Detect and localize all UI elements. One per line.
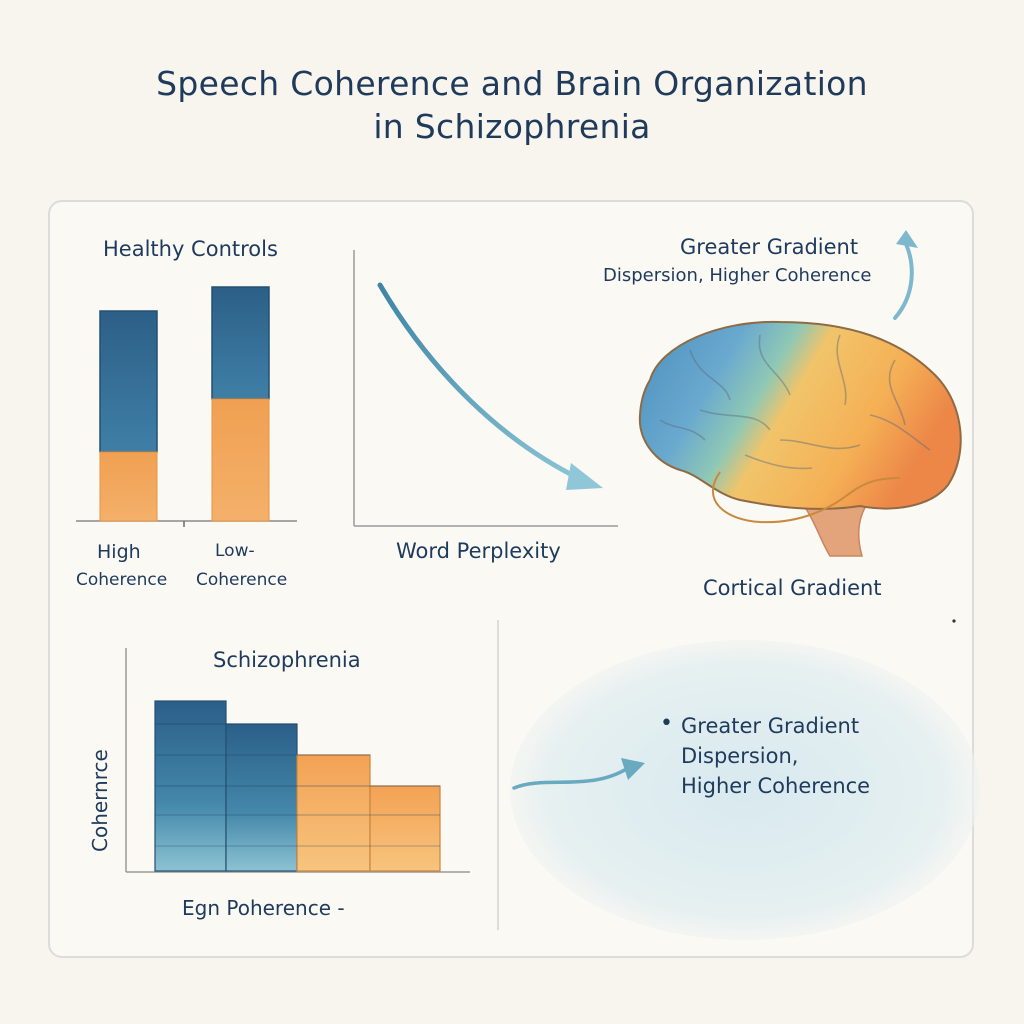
schizophrenia-xlabel: Egn Poherence -	[182, 896, 345, 920]
up-arrow-icon	[893, 242, 914, 320]
high-bar-orange	[99, 451, 158, 522]
summary-bullet: • Greater Gradient Dispersion, Higher Co…	[660, 711, 871, 801]
low-label-line2: Coherence	[196, 570, 288, 590]
healthy-heading: Healthy Controls	[103, 237, 278, 261]
sz-bar-2	[225, 723, 298, 872]
bullet-dot-icon: •	[660, 711, 673, 736]
perplexity-xlabel: Word Perplexity	[396, 539, 561, 563]
schizophrenia-ylabel: Cohernrce	[88, 749, 112, 852]
title-line-2: in Schizophrenia	[373, 107, 651, 146]
perplexity-plot	[353, 250, 618, 527]
brain-annotation-line2: Dispersion, Higher Coherence	[603, 265, 872, 286]
watercolor-wash	[510, 640, 980, 940]
healthy-bars	[76, 286, 297, 527]
title-line-1: Speech Coherence and Brain Organization	[156, 64, 868, 103]
low-bar-orange	[211, 398, 270, 522]
decline-arrow	[377, 282, 585, 483]
brain-annotation-line1: Greater Gradient	[680, 235, 859, 259]
schizophrenia-heading: Schizophrenia	[213, 648, 361, 672]
summary-line2: Dispersion,	[681, 744, 799, 768]
low-label-line1: Low-	[215, 541, 255, 561]
page-title: Speech Coherence and Brain Organization …	[0, 62, 1024, 148]
brain-icon	[638, 320, 962, 557]
schizophrenia-bars	[125, 648, 470, 873]
connect-arrow	[512, 766, 630, 790]
sz-bar-1	[154, 700, 227, 872]
summary-line3: Higher Coherence	[681, 774, 871, 798]
brain-caption: Cortical Gradient	[703, 576, 882, 600]
low-bar-blue	[211, 286, 270, 400]
sz-bar-4	[369, 785, 441, 872]
high-label-line2: Coherence	[76, 570, 168, 590]
high-label-line1: High	[97, 541, 141, 563]
summary-line1: Greater Gradient	[681, 714, 860, 738]
high-bar-blue	[99, 310, 158, 453]
sz-bar-3	[296, 754, 371, 872]
